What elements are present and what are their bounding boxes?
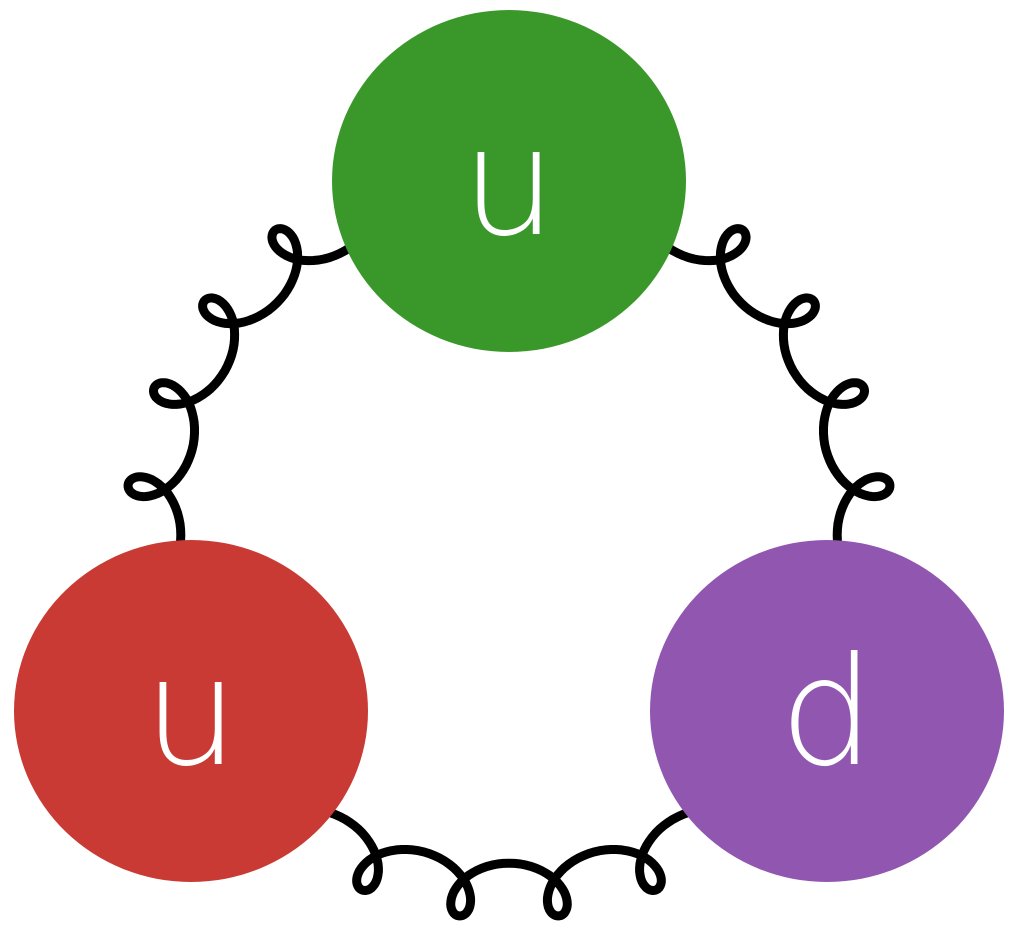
quark-top-circle	[332, 10, 686, 352]
quark-left: u	[14, 540, 368, 882]
quark-right: d	[650, 540, 1004, 882]
quark-layer: u u d	[14, 10, 1004, 882]
quark-left-circle	[14, 540, 368, 882]
quark-right-label: d	[779, 626, 874, 800]
quark-top-label: u	[461, 96, 556, 270]
quark-right-circle	[650, 540, 1004, 882]
quark-left-label: u	[143, 626, 238, 800]
quark-top: u	[332, 10, 686, 352]
